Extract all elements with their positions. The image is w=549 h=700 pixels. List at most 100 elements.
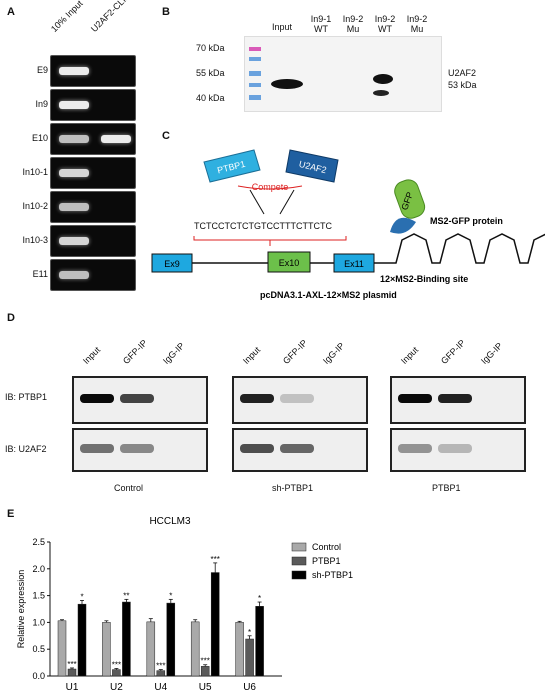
ptbp1-arrow [249,189,265,215]
panel-d-row-label: IB: U2AF2 [5,444,47,454]
significance-label: *** [201,657,210,666]
panel-a-col-label: U2AF2-CLIP [88,0,133,34]
blot-ptbp1 [390,376,526,424]
bar-sh-ptbp1 [77,603,87,677]
significance-label: * [248,628,251,637]
significance-label: * [258,594,261,603]
band-input [271,79,303,89]
panel-a-col-label: 10% Input [48,0,85,35]
panel-b-marker: 40 kDa [196,93,225,103]
y-tick-label: 1.0 [32,617,45,627]
panel-d-lane-label: Input [398,344,421,366]
legend-swatch [291,570,307,580]
panel-a-row-label: In10-1 [22,167,48,177]
ladder-band [249,71,261,76]
gel-band [59,169,89,177]
blot-ptbp1 [72,376,208,424]
exon-ex10-label: Ex10 [279,258,300,268]
panel-d-letter: D [7,312,15,324]
gel-band [59,237,89,245]
gfp-protein: GFP [390,179,426,234]
bar-sh-ptbp1 [210,572,220,677]
panel-d-lane-label: GFP-IP [280,337,310,366]
panel-b-target-label: U2AF2 [448,68,477,78]
significance-label: ** [123,591,129,600]
gel-lane-box [50,259,136,291]
bar-sh-ptbp1 [255,606,264,677]
panel-a-row-label: E9 [36,65,48,75]
exon-ex11-label: Ex11 [344,259,364,269]
panel-b-marker: 70 kDa [196,43,225,53]
exon-ex9 [151,253,193,273]
gel-band [59,67,89,75]
significance-label: * [80,592,83,601]
blot-ptbp1 [232,376,368,424]
u2af2-tag: U2AF2 [285,149,339,183]
ladder-band [249,83,261,87]
ptbp1-tag: PTBP1 [203,149,261,183]
blot-u2af2 [390,428,526,472]
panel-d-group-label: PTBP1 [432,483,461,493]
y-tick-label: 2.0 [32,564,45,574]
panel-c-letter: C [162,130,170,142]
panel-a-row-label: In9 [35,99,48,109]
legend-label: Control [312,542,341,552]
bar-ptbp1 [200,666,210,677]
panel-a-row-label: E11 [32,269,48,279]
u2af2-arrow [279,189,295,215]
plasmid-label: pcDNA3.1-AXL-12×MS2 plasmid [260,290,397,300]
y-axis-label: Relative expression [16,570,26,649]
panel-b-marker: 55 kDa [196,68,225,78]
gel-band [59,135,89,143]
significance-label: *** [211,555,220,564]
x-tick-label: U6 [243,682,256,693]
bar-sh-ptbp1 [166,602,176,677]
blot-band [438,444,472,453]
y-tick-label: 1.5 [32,591,45,601]
gel-lane-box [50,123,136,155]
blot-band [280,444,314,453]
y-tick-label: 2.5 [32,537,45,547]
blot-band [398,444,432,453]
x-tick-label: U4 [154,682,167,693]
panel-d-lane-label: IgG-IP [320,340,347,366]
panel-b-target-size: 53 kDa [448,80,477,90]
significance-label: *** [67,660,76,669]
exon-ex10 [267,251,311,273]
ms2-hairpins [374,233,545,264]
panel-e-letter: E [7,508,15,520]
sequence: TCTCCTCTCTGTCCTTTCTTCTC [194,221,332,231]
exon-ex9-label: Ex9 [164,259,180,269]
bar-control [235,622,244,677]
blot-band [398,394,432,403]
ladder-band [249,57,261,61]
blot-band [438,394,472,403]
legend-swatch [291,556,307,566]
blot-u2af2 [232,428,368,472]
ms2-protein-label: MS2-GFP protein [430,216,503,226]
bar-ptbp1 [245,638,254,677]
gel-lane-box [50,157,136,189]
bar-ptbp1 [156,670,166,677]
gel-band [59,101,89,109]
panel-b-lane-label: Input [272,22,293,32]
band-in9-2-wt [373,74,393,84]
legend-label: sh-PTBP1 [312,570,353,580]
panel-d-lane-label: IgG-IP [160,340,187,366]
ladder-band [249,47,261,51]
blot-band [80,394,114,403]
legend-swatch [291,542,307,552]
significance-label: * [169,591,172,600]
ladder-band [249,95,261,100]
bar-control [57,620,67,677]
bar-ptbp1 [67,668,77,677]
legend-label: PTBP1 [312,556,341,566]
significance-label: *** [112,660,121,669]
blot-band [120,444,154,453]
y-tick-label: 0.5 [32,644,45,654]
panel-b-blot [244,36,442,112]
bar-ptbp1 [112,669,121,677]
x-tick-label: U5 [199,682,212,693]
